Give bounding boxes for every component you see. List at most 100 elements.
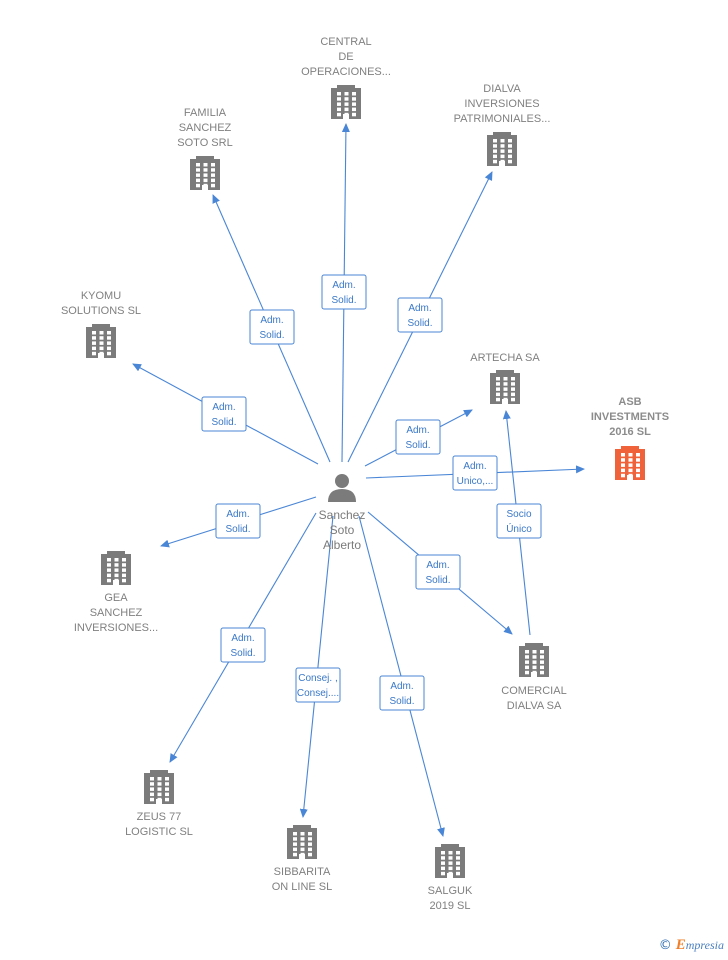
- relation-label-line: Adm.: [426, 560, 449, 571]
- person-icon: [328, 474, 356, 502]
- building-icon: [86, 324, 116, 358]
- building-icon: [487, 132, 517, 166]
- building-icon: [287, 825, 317, 859]
- company-name-line: FAMILIA: [184, 107, 227, 119]
- company-name-line: ZEUS 77: [137, 811, 182, 823]
- relation-label-line: Adm.: [226, 509, 249, 520]
- relation-label-line: Solid.: [259, 330, 284, 341]
- building-icon: [144, 770, 174, 804]
- company-node-gea[interactable]: GEA SANCHEZ INVERSIONES...: [74, 551, 158, 634]
- relation-label-line: Socio: [506, 509, 531, 520]
- edges-layer: Adm. Solid. Adm. Solid. Adm. Solid. Adm. Solid.…: [132, 123, 585, 837]
- relation-label-line: Consej....: [297, 688, 339, 699]
- brand-credit: ©Empresia: [659, 937, 724, 954]
- company-node-dialva-inv[interactable]: DIALVAINVERSIONESPATRIMONIALES...: [454, 83, 551, 166]
- copyright-icon: ©: [658, 938, 672, 953]
- relation-label-line: Unico,...: [457, 476, 494, 487]
- person-name-line: Alberto: [323, 538, 361, 552]
- relation-label-line: Adm.: [231, 633, 254, 644]
- company-name-line: SOTO SRL: [177, 137, 232, 149]
- company-name-line: SOLUTIONS SL: [61, 305, 141, 317]
- relation-label-box[interactable]: Adm. Solid.: [379, 675, 425, 711]
- relation-label-box[interactable]: Adm. Solid.: [321, 274, 367, 310]
- company-name-line: GEA: [104, 592, 128, 604]
- company-node-artecha[interactable]: ARTECHA SA: [470, 352, 540, 404]
- relation-label-box[interactable]: Adm. Solid.: [215, 503, 261, 539]
- edge-person-dialva-inv: Adm. Solid.: [347, 171, 493, 463]
- company-name-line: DE: [338, 51, 353, 63]
- relation-label-line: Adm.: [408, 303, 431, 314]
- company-name-line: CENTRAL: [320, 36, 371, 48]
- relation-label-box[interactable]: Adm. Unico,...: [452, 455, 498, 491]
- edge-person-artecha: Adm. Solid.: [364, 409, 473, 467]
- edge-person-kyomu: Adm. Solid.: [132, 363, 319, 465]
- relation-label-border: [321, 274, 367, 310]
- relation-label-border: [379, 675, 425, 711]
- relation-label-border: [215, 503, 261, 539]
- relation-label-line: Adm.: [390, 681, 413, 692]
- relation-label-border: [397, 297, 443, 333]
- relation-label-line: Adm.: [406, 425, 429, 436]
- relation-label-line: Solid.: [405, 440, 430, 451]
- edge-person-comercial: Adm.Solid.: [367, 511, 513, 635]
- relation-label-line: Adm.: [212, 402, 235, 413]
- relation-label-border: [496, 503, 542, 539]
- company-name-line: COMERCIAL: [501, 685, 566, 697]
- relation-label-border: [220, 627, 266, 663]
- edge-person-salguk: Adm. Solid.: [358, 515, 445, 837]
- company-name-line: ASB: [618, 396, 641, 408]
- company-name-line: SANCHEZ: [90, 607, 143, 619]
- relation-label-box[interactable]: Adm.Solid.: [415, 554, 461, 590]
- relation-label-box[interactable]: Consej. , Consej....: [295, 667, 341, 703]
- relation-label-line: Único: [506, 522, 532, 535]
- relation-label-border: [415, 554, 461, 590]
- edge-person-central: Adm. Solid.: [321, 123, 367, 463]
- building-icon: [615, 446, 645, 480]
- building-icon: [101, 551, 131, 585]
- company-name-line: 2016 SL: [609, 426, 651, 438]
- relation-label-border: [201, 396, 247, 432]
- relation-label-border: [295, 667, 341, 703]
- relation-label-line: Solid.: [230, 648, 255, 659]
- relation-label-line: Solid.: [389, 696, 414, 707]
- relation-label-line: Adm.: [463, 461, 486, 472]
- relation-label-line: Solid.: [331, 295, 356, 306]
- company-name-line: DIALVA: [483, 83, 521, 95]
- relation-label-box[interactable]: Adm. Solid.: [220, 627, 266, 663]
- building-icon: [519, 643, 549, 677]
- relation-label-box[interactable]: Adm. Solid.: [249, 309, 295, 345]
- company-name-line: SANCHEZ: [179, 122, 232, 134]
- company-name-line: INVERSIONES...: [74, 622, 158, 634]
- building-icon: [331, 85, 361, 119]
- relation-label-line: Solid.: [407, 318, 432, 329]
- edge-line: [299, 515, 334, 818]
- nodes-layer: SanchezSotoAlbertoCENTRALDEOPERACIONES..…: [61, 36, 669, 912]
- company-name-line: ARTECHA SA: [470, 352, 540, 364]
- edge-person-gea: Adm. Solid.: [160, 496, 317, 548]
- relation-label-box[interactable]: Adm. Solid.: [201, 396, 247, 432]
- relation-label-line: Consej. ,: [298, 673, 337, 684]
- company-node-central[interactable]: CENTRALDEOPERACIONES...: [301, 36, 391, 119]
- relation-label-line: Adm.: [260, 315, 283, 326]
- company-node-asb[interactable]: ASB INVESTMENTS 2016 SL: [591, 396, 669, 480]
- relation-label-box[interactable]: Adm. Solid.: [395, 419, 441, 455]
- person-name-line: Sanchez: [319, 508, 366, 522]
- company-node-familia[interactable]: FAMILIA SANCHEZ SOTO SRL: [177, 107, 233, 190]
- relation-label-line: Adm.: [332, 280, 355, 291]
- relation-label-box[interactable]: Adm. Solid.: [397, 297, 443, 333]
- relation-label-border: [249, 309, 295, 345]
- company-node-zeus[interactable]: ZEUS 77 LOGISTIC SL: [125, 770, 193, 838]
- relation-label-border: [452, 455, 498, 491]
- building-icon: [435, 844, 465, 878]
- relation-label-line: Solid.: [225, 524, 250, 535]
- company-name-line: INVESTMENTS: [591, 411, 669, 423]
- company-name-line: LOGISTIC SL: [125, 826, 193, 838]
- relation-label-line: Solid.: [211, 417, 236, 428]
